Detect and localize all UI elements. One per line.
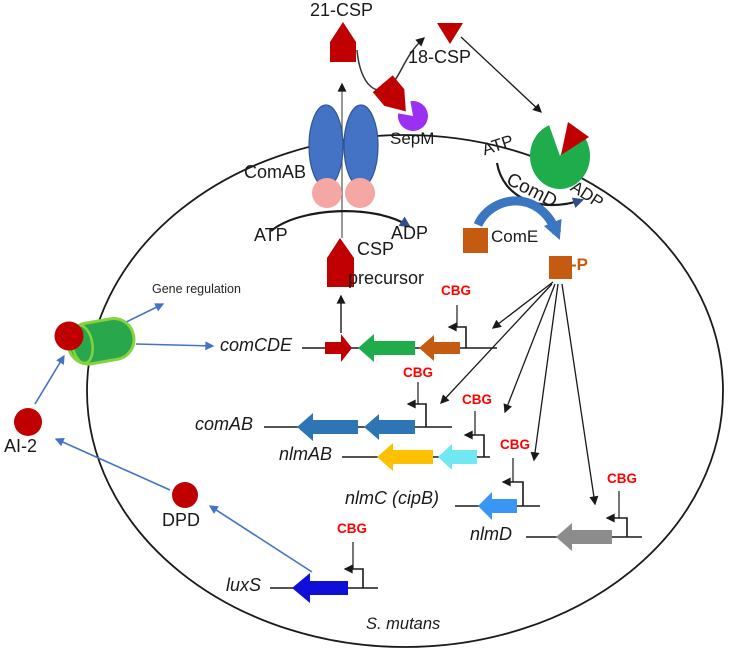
- come-phosphorylated-protein: [549, 256, 572, 279]
- receptor-to-gene-regulation-arrow: [119, 303, 165, 326]
- nlmab-promoter: [463, 430, 485, 457]
- gene-row-comcde: [302, 305, 497, 362]
- csp21-peptide: [330, 22, 356, 62]
- comep-to-nlmd-arrow: [561, 283, 599, 506]
- label-cbg-nlmd: CBG: [607, 471, 637, 486]
- label-gene-nlmab: nlmAB: [279, 444, 333, 464]
- comep-activation-arrows: [440, 281, 599, 506]
- nlmb-gene-arrow: [438, 444, 477, 470]
- ai2-signal-links: [34, 303, 313, 573]
- gene-row-nlmc: [455, 458, 540, 520]
- label-gene-nlmd: nlmD: [470, 524, 513, 544]
- luxs-to-dpd-arrow: [208, 505, 313, 573]
- comep-to-comcde-arrow: [491, 281, 554, 329]
- label-comab-transporter: ComAB: [244, 162, 307, 182]
- come-gene-arrow: [419, 335, 460, 361]
- nlmc-gene-arrow: [478, 492, 517, 520]
- ai2-bound-molecule: [54, 321, 84, 351]
- gene-row-comab: [264, 382, 452, 441]
- gene-row-nlmd: [526, 491, 642, 551]
- comcde-promoter: [447, 322, 467, 348]
- label-sepm: SepM: [390, 129, 435, 148]
- dpd-to-ai2-arrow: [54, 438, 171, 491]
- label-cbg-nlmc: CBG: [500, 437, 530, 452]
- come-protein: [463, 228, 488, 253]
- label-cbg-luxs: CBG: [337, 521, 367, 536]
- ai2-molecule: [14, 408, 42, 436]
- nlma-gene-arrow: [377, 443, 433, 471]
- comep-to-comab-arrow: [440, 283, 553, 404]
- comab-transporter: [308, 104, 379, 208]
- gene-row-luxs: [270, 542, 378, 603]
- label-phospho: -P: [571, 255, 588, 274]
- comd-gene-arrow: [358, 334, 415, 362]
- ai2-to-receptor-arrow: [34, 354, 65, 405]
- luxs-promoter: [343, 564, 364, 588]
- nlmd-gene-arrow: [556, 523, 612, 551]
- csp-bound-to-sepm: [372, 75, 406, 112]
- comb-gene-arrow: [364, 414, 415, 440]
- label-come: ComE: [491, 227, 539, 246]
- luxs-gene-arrow: [292, 573, 348, 603]
- label-21-csp: 21-CSP: [310, 0, 374, 20]
- csp18-to-comd-arrow: [460, 36, 542, 113]
- sepm-protease: [397, 100, 428, 131]
- comab-atp-adp-arc: [270, 210, 411, 232]
- label-organism: S. mutans: [366, 615, 441, 633]
- label-atp-comab: ATP: [254, 225, 288, 245]
- label-cbg-nlmab: CBG: [462, 392, 492, 407]
- label-precursor: precursor: [348, 268, 425, 288]
- label-gene-regulation: Gene regulation: [152, 282, 241, 296]
- phosphotransfer-arrow: [473, 196, 562, 241]
- label-adp-comab: ADP: [391, 223, 429, 243]
- dpd-molecule: [172, 482, 198, 508]
- label-cbg-comcde: CBG: [441, 283, 471, 298]
- csp18-peptide: [437, 23, 463, 44]
- label-gene-luxs: luxS: [226, 575, 262, 595]
- receptor-to-comcde-arrow: [135, 341, 215, 351]
- comep-to-nlmab-arrow: [503, 283, 556, 414]
- label-gene-comab: comAB: [195, 414, 254, 434]
- label-cbg-comab: CBG: [403, 365, 433, 380]
- comc-gene-arrow: [325, 334, 352, 362]
- label-dpd: DPD: [162, 510, 201, 530]
- nlmd-promoter: [605, 513, 628, 537]
- comab-promoter: [406, 399, 427, 427]
- csp-docked-wedge: [561, 122, 589, 155]
- label-gene-nlmc: nlmC (cipB): [345, 488, 440, 508]
- label-csp: CSP: [357, 239, 395, 259]
- gene-row-nlmab: [342, 411, 490, 471]
- nlmc-promoter: [501, 477, 524, 506]
- coma-gene-arrow: [297, 413, 358, 441]
- comd-receptor: [530, 122, 590, 189]
- csp-precursor-peptide: [327, 238, 354, 287]
- label-18-csp: 18-CSP: [408, 47, 472, 67]
- cell-membrane: [86, 134, 724, 648]
- comep-to-nlmc-arrow: [530, 283, 559, 462]
- label-ai2: AI-2: [4, 436, 38, 456]
- label-gene-comcde: comCDE: [220, 335, 293, 355]
